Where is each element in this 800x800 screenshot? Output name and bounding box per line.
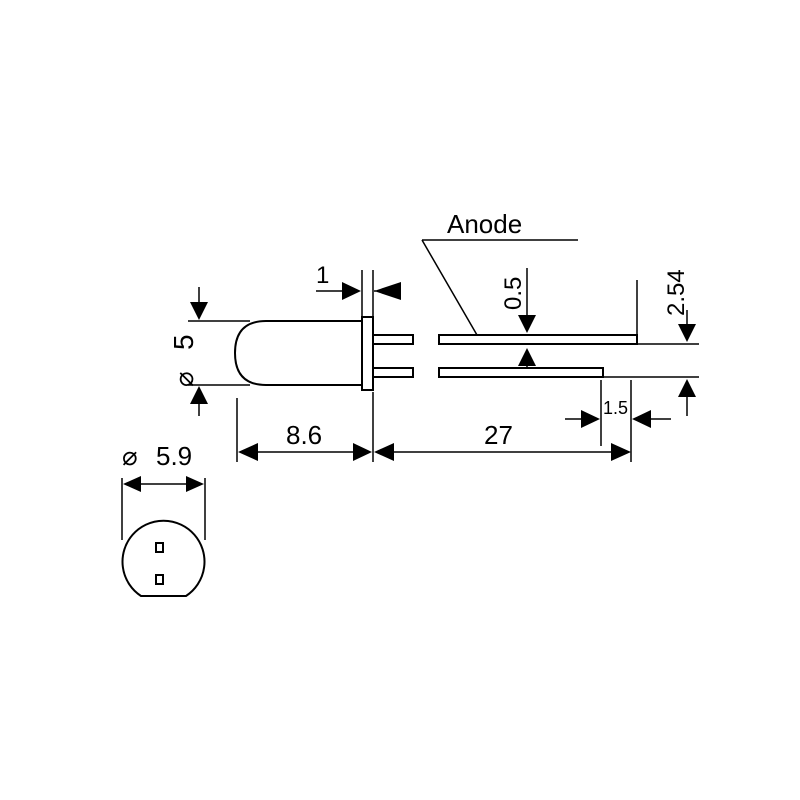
led-body-dome [233,320,362,386]
body-length-label: 8.6 [286,420,322,450]
led-bottom-view [121,519,206,597]
lead-pitch-dimension: 2.54 [603,269,699,416]
led-flange [361,316,374,391]
led-side-view [233,316,638,391]
flange-outline [121,519,206,597]
flange-diameter-symbol: ⌀ [122,441,138,471]
lead-offset-dimension: 1.5 [565,380,671,446]
lead-length-label: 27 [484,420,513,450]
anode-label: Anode [447,209,522,239]
lead-stub-upper [372,334,414,345]
anode-lead [438,334,638,345]
lead-width-label: 0.5 [500,277,527,310]
body-length-dimension: 8.6 [236,392,374,462]
lead-square-upper [155,542,164,553]
flange-thickness-label: 1 [316,262,329,289]
flange-diameter-dimension: ⌀ 5.9 [121,441,206,540]
flange-diameter-label: 5.9 [156,441,192,471]
lead-length-dimension: 27 [374,380,632,462]
flange-thickness-dimension: 1 [316,262,401,317]
lead-stub-lower [372,367,414,378]
body-diameter-dimension: ⌀ 5 [168,287,250,416]
lead-square-lower [155,574,164,585]
lead-offset-label: 1.5 [603,398,628,418]
body-diameter-symbol: ⌀ [169,371,199,387]
lead-width-dimension: 0.5 [500,268,536,368]
lead-pitch-label: 2.54 [663,269,690,316]
anode-callout: Anode [421,209,578,336]
cathode-lead [438,367,604,378]
body-diameter-label: 5 [168,334,199,350]
